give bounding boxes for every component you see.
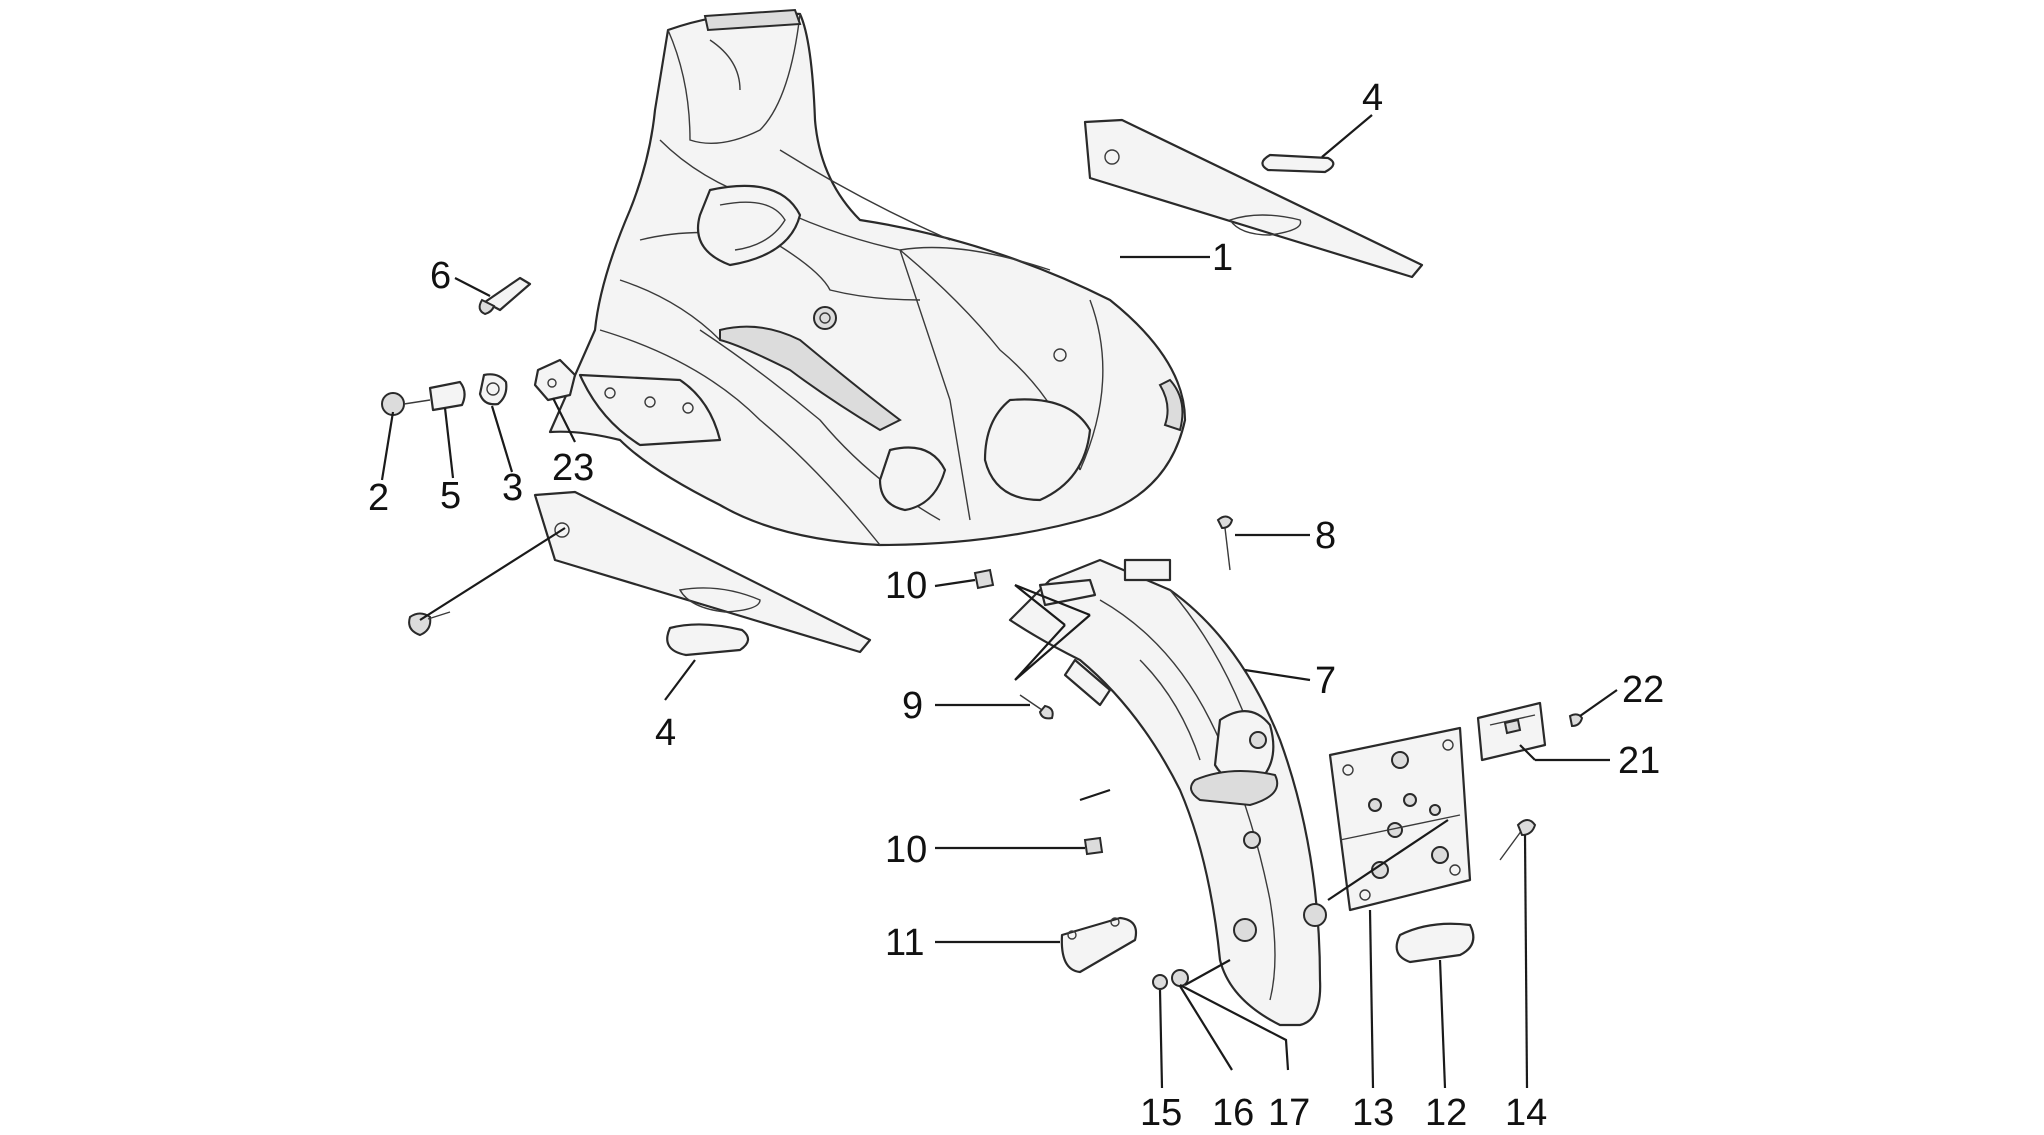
callout-12: 12: [1425, 1092, 1467, 1134]
callout-11: 11: [885, 922, 924, 964]
callout-10-lower: 10: [885, 829, 927, 871]
screw-22: [1568, 713, 1584, 728]
license-plate-holder-13: [1328, 726, 1472, 912]
screw-8: [1216, 515, 1234, 571]
reflector-12: [1395, 922, 1475, 964]
rear-mudguard-7: [1008, 558, 1327, 1027]
callout-labels: 1 4 6 2 5 3 23 4 10 8 7 9 22 21 10 11 15…: [368, 77, 1664, 1134]
callout-21: 21: [1618, 740, 1660, 782]
reflector-4-upper: [1261, 153, 1335, 174]
spacer-5: [428, 380, 466, 412]
leader-lines: [380, 114, 1618, 1089]
callout-23: 23: [552, 447, 594, 489]
lamp-bulb-6: [478, 276, 532, 316]
front-shield-body: [548, 8, 1187, 547]
washer-15: [1152, 974, 1168, 990]
callout-22: 22: [1622, 669, 1664, 711]
callout-4-upper: 4: [1362, 77, 1383, 119]
callout-7: 7: [1315, 660, 1336, 702]
callout-15: 15: [1140, 1092, 1182, 1134]
screw-2: [381, 392, 431, 416]
callout-6: 6: [430, 255, 451, 297]
callout-9: 9: [902, 685, 923, 727]
callout-16: 16: [1212, 1092, 1254, 1134]
clip-10-upper: [973, 568, 995, 590]
screw-lower-strip: [408, 611, 451, 637]
callout-2: 2: [368, 477, 389, 519]
clip-23: [533, 358, 577, 402]
callout-13: 13: [1352, 1092, 1394, 1134]
side-trim-strip-upper: [1083, 118, 1424, 279]
callout-10-upper: 10: [885, 565, 927, 607]
plate-light-21: [1476, 701, 1547, 762]
callout-14: 14: [1505, 1092, 1547, 1134]
callout-3: 3: [502, 467, 523, 509]
cover-11: [1060, 916, 1138, 974]
grommet-3: [478, 373, 508, 406]
callout-8: 8: [1315, 515, 1336, 557]
screw-14: [1499, 819, 1537, 861]
callout-4-lower: 4: [655, 712, 676, 754]
clip-10-lower: [1083, 836, 1104, 856]
callout-1: 1: [1212, 237, 1233, 279]
screw-9: [1019, 694, 1054, 720]
callout-5: 5: [440, 475, 461, 517]
callout-17: 17: [1268, 1092, 1310, 1134]
side-trim-strip-lower: [533, 490, 872, 654]
reflector-4-lower: [666, 623, 750, 657]
